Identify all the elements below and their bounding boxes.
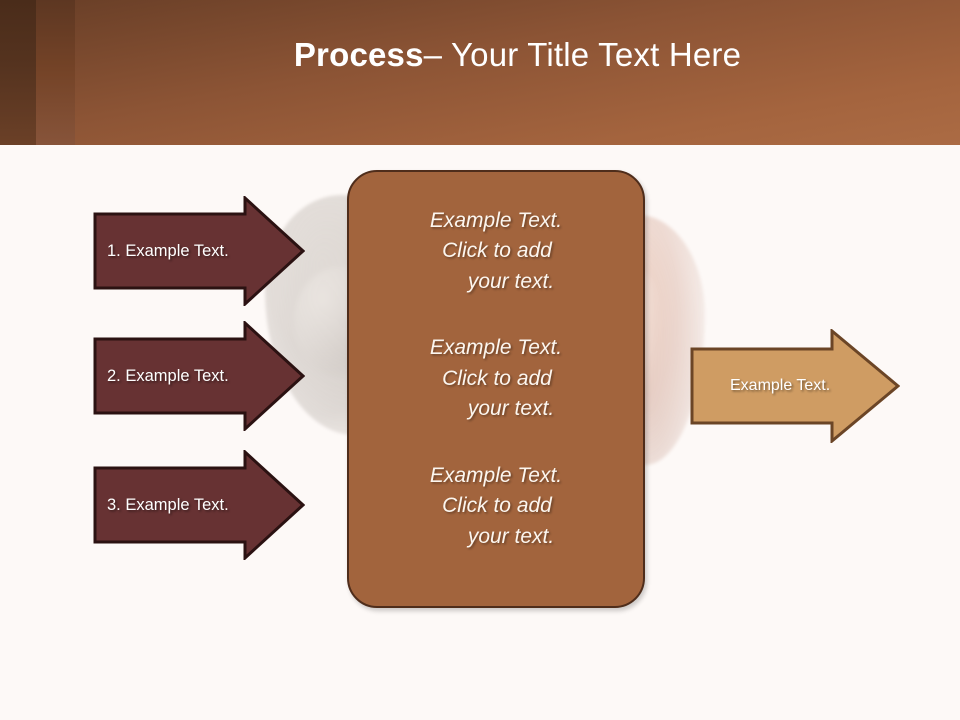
header-gradient-band — [75, 0, 960, 145]
center-text-block-2-line-2: Click to add — [442, 366, 552, 390]
center-text-block-3-line-2: Click to add — [442, 494, 552, 518]
right-output-arrow[interactable]: Example Text. — [690, 329, 900, 443]
right-pointing-arrow-icon — [690, 329, 900, 443]
header-stripe-mid — [36, 0, 75, 145]
page-title: Process – Your Title Text Here — [75, 0, 960, 145]
center-text-block-1: Example Text. Click to add your text. — [349, 206, 643, 297]
center-text-block-3-line-3: your text. — [467, 524, 555, 548]
right-pointing-arrow-icon — [93, 196, 305, 306]
center-text-block-1-line-3: your text. — [467, 269, 555, 293]
center-text-block-3: Example Text. Click to add your text. — [349, 461, 643, 552]
left-arrow-3[interactable]: 3. Example Text. — [93, 450, 305, 560]
center-text-block-3-line-1: Example Text. — [429, 463, 563, 487]
left-arrow-1-label: 1. Example Text. — [107, 241, 229, 260]
left-arrow-2[interactable]: 2. Example Text. — [93, 321, 305, 431]
left-arrow-3-label: 3. Example Text. — [107, 495, 229, 514]
header-stripe-dark — [0, 0, 36, 145]
right-pointing-arrow-icon — [93, 321, 305, 431]
center-process-box[interactable]: Example Text. Click to add your text. Ex… — [347, 170, 645, 608]
page-title-bold: Process — [293, 35, 424, 73]
left-arrow-2-label: 2. Example Text. — [107, 366, 229, 385]
center-text-block-2-line-1: Example Text. — [429, 336, 563, 360]
left-arrow-1[interactable]: 1. Example Text. — [93, 196, 305, 306]
page-title-rest: – Your Title Text Here — [423, 35, 742, 73]
slide-header: Process – Your Title Text Here — [0, 0, 960, 145]
center-text-block-2: Example Text. Click to add your text. — [349, 333, 643, 424]
right-pointing-arrow-icon — [93, 450, 305, 560]
center-text-block-1-line-1: Example Text. — [429, 209, 563, 232]
center-text-block-2-line-3: your text. — [467, 397, 555, 421]
center-text-block-1-line-2: Click to add — [442, 239, 552, 263]
right-output-arrow-label: Example Text. — [730, 377, 831, 394]
